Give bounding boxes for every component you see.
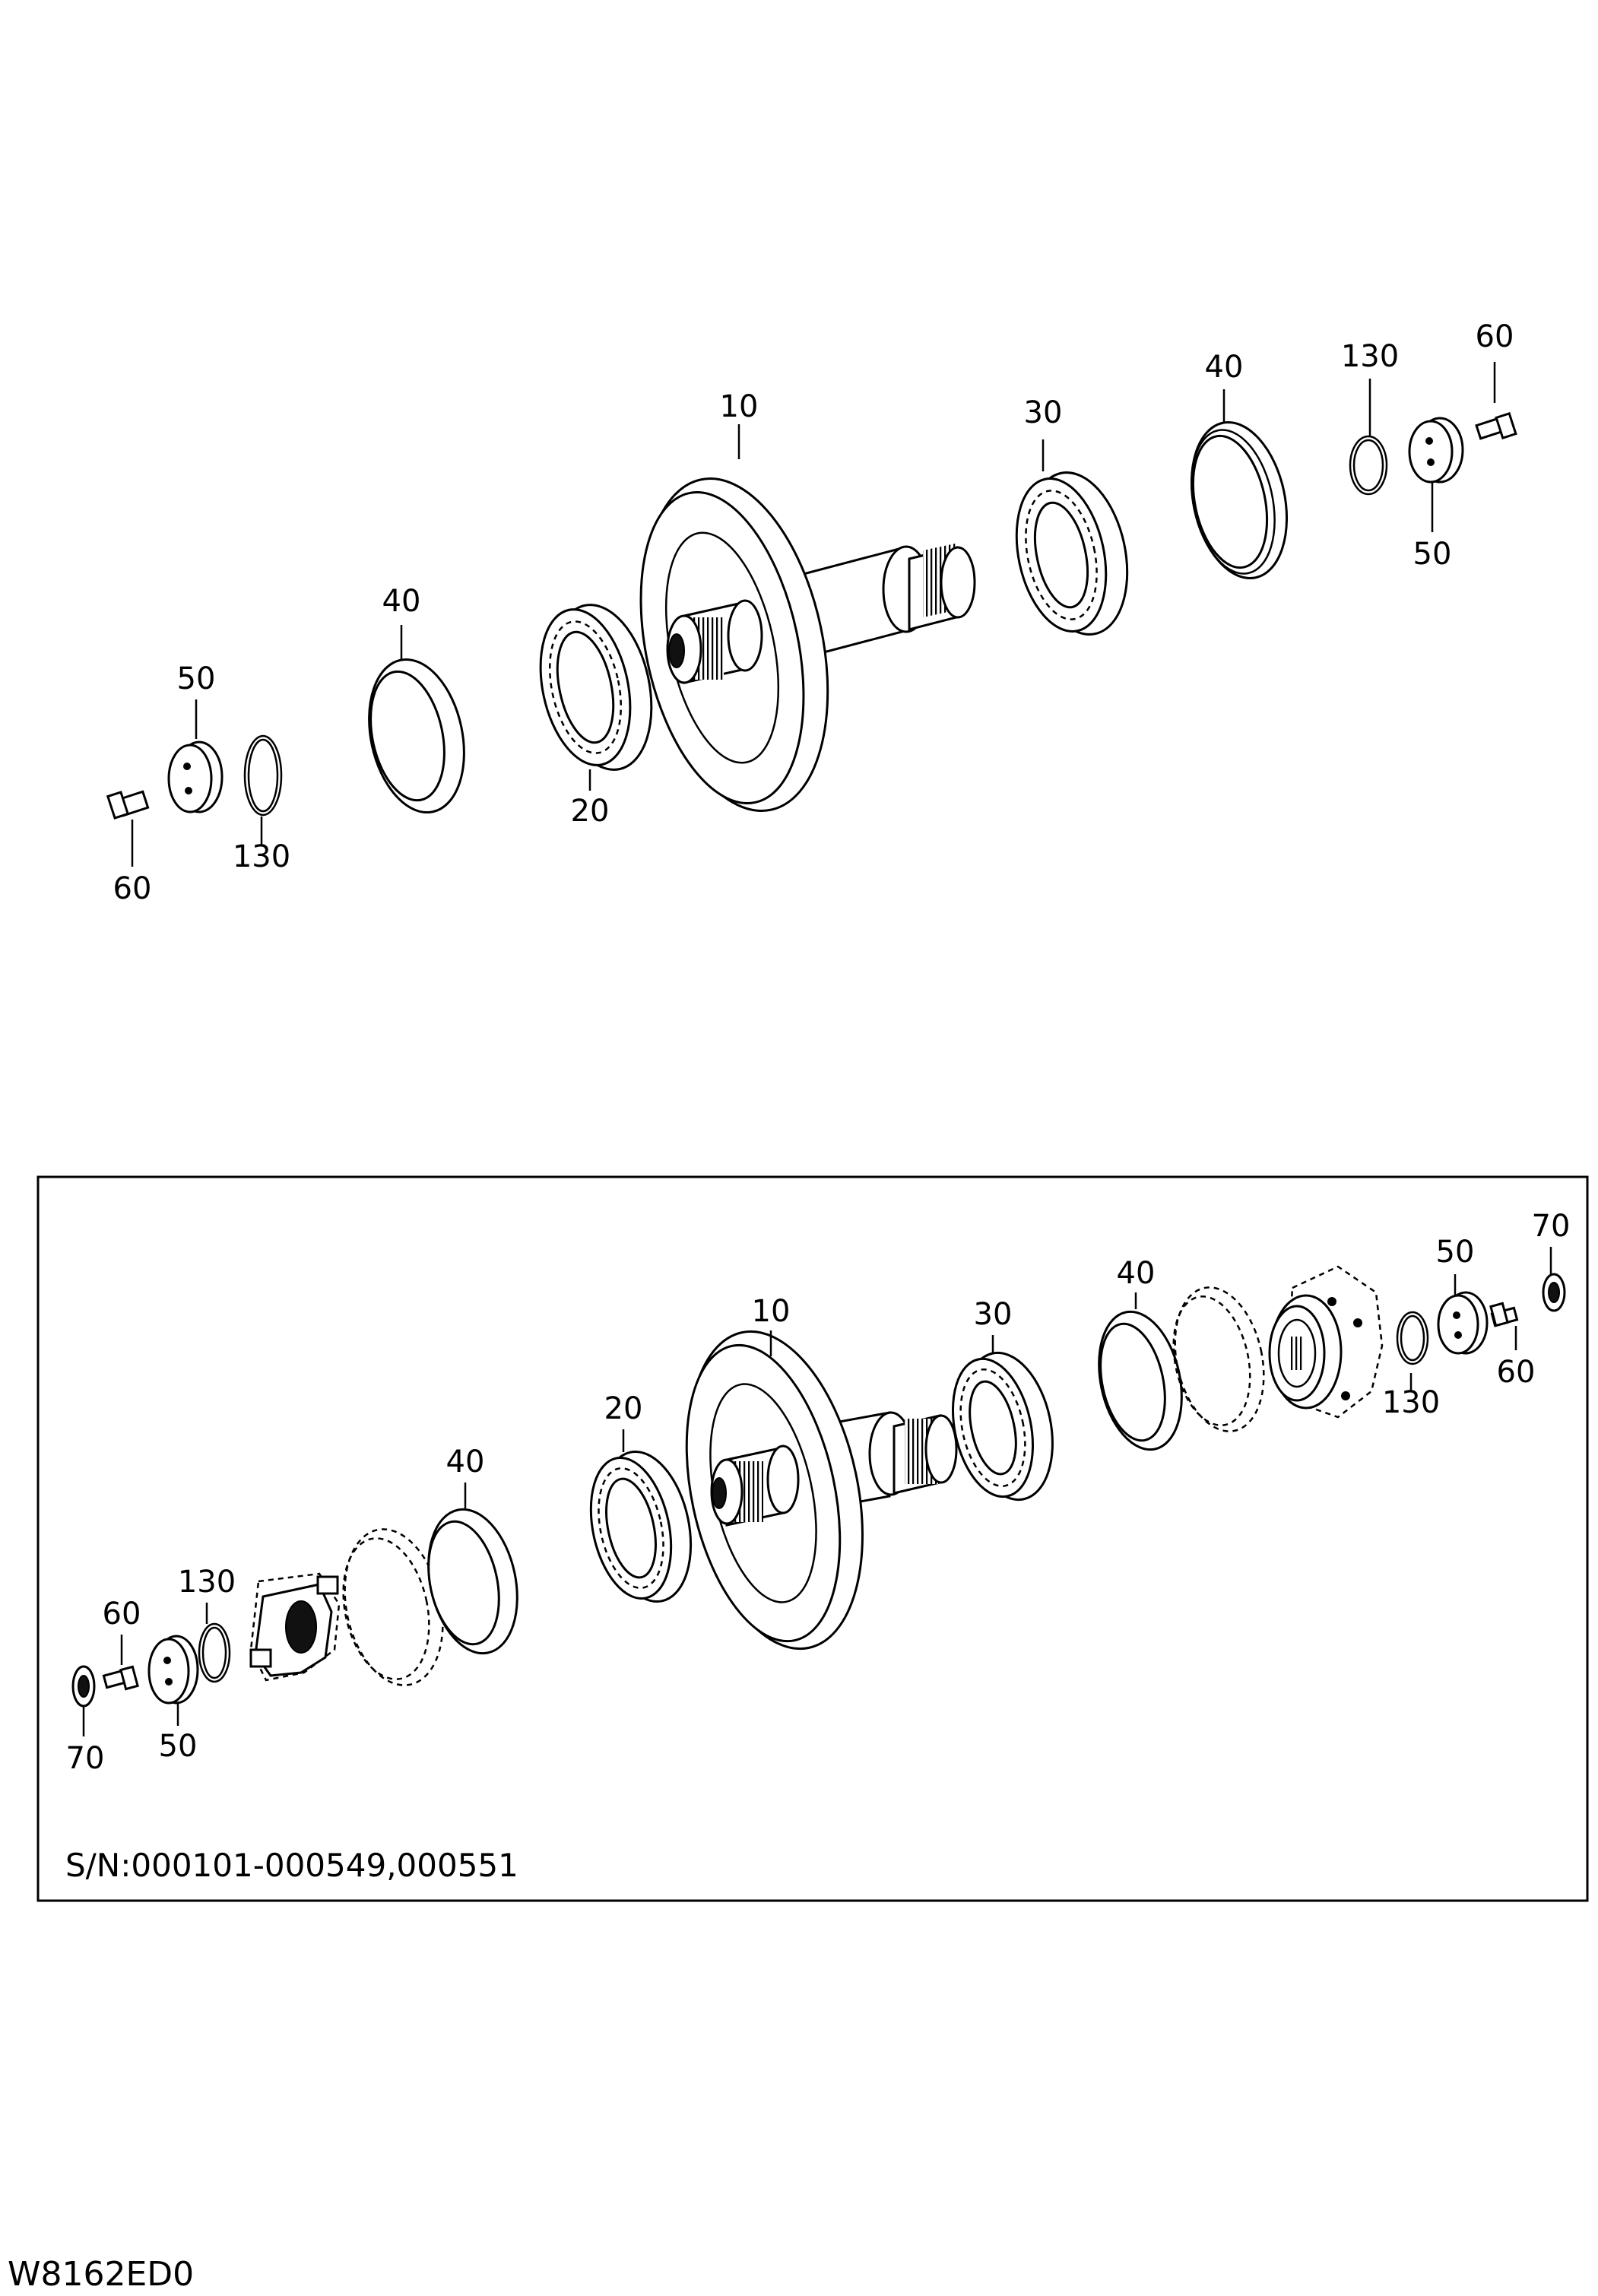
lower-shim-right [1172, 1286, 1265, 1432]
upper-callout-50-right: 50 [1413, 537, 1452, 572]
upper-plate-50-right [1408, 417, 1464, 532]
upper-callout-60-right: 60 [1476, 319, 1514, 354]
lower-callout-70-right: 70 [1532, 1209, 1571, 1244]
lower-assembly: 10 20 30 40 40 50 50 60 60 70 70 130 130… [36, 1175, 1589, 1902]
upper-assembly: 10 20 30 40 40 50 50 60 60 130 130 [106, 319, 1517, 906]
upper-callout-30: 30 [1024, 395, 1063, 430]
lower-nut-70-right [1542, 1247, 1566, 1312]
upper-bolt-60-right [1475, 362, 1517, 440]
upper-callout-20: 20 [571, 794, 610, 829]
serial-number-note: S/N:000101-000549,000551 [65, 1847, 518, 1884]
lower-callout-60-left: 60 [103, 1597, 141, 1632]
lower-seal-40-right [1098, 1292, 1183, 1451]
lower-callout-40-right: 40 [1117, 1256, 1156, 1291]
drawing-code: W8162ED0 [8, 2255, 194, 2294]
lower-assembly-frame [36, 1175, 1589, 1902]
upper-callout-130-left: 130 [233, 839, 290, 874]
lower-output-flange-right [1268, 1265, 1413, 1419]
upper-callout-40-left: 40 [382, 584, 421, 619]
upper-bearing-20 [539, 604, 653, 791]
upper-gear-shaft-10 [639, 424, 976, 812]
lower-bearing-20 [589, 1429, 693, 1603]
upper-plate-50-left [167, 699, 224, 813]
lower-callout-130-left: 130 [178, 1565, 236, 1600]
lower-ring-130-left [198, 1603, 231, 1683]
lower-yoke-flange-left [249, 1572, 341, 1682]
lower-callout-10: 10 [752, 1294, 791, 1329]
lower-nut-70-left [71, 1665, 96, 1736]
lower-callout-60-right: 60 [1497, 1355, 1536, 1390]
lower-bolt-60-left [102, 1635, 139, 1691]
lower-callout-130-right: 130 [1382, 1385, 1440, 1420]
upper-ring-130-left [243, 734, 283, 845]
upper-ring-130-right [1349, 379, 1388, 496]
lower-callout-50-right: 50 [1436, 1235, 1475, 1270]
lower-callout-70-left: 70 [66, 1741, 105, 1776]
lower-ring-130-right [1396, 1311, 1429, 1365]
upper-bearing-30 [1015, 439, 1129, 636]
lower-callout-20: 20 [604, 1391, 643, 1426]
lower-callout-50-left: 50 [159, 1729, 198, 1764]
lower-bearing-30 [951, 1335, 1054, 1502]
lower-callout-30: 30 [974, 1297, 1013, 1332]
upper-callout-40-right: 40 [1205, 350, 1244, 385]
lower-seal-40-left [427, 1483, 518, 1655]
upper-seal-40-right [1190, 389, 1289, 579]
upper-bolt-60-left [106, 790, 150, 867]
lower-bolt-60-right [1489, 1302, 1519, 1350]
lower-plate-50-right [1437, 1274, 1489, 1355]
upper-callout-50-left: 50 [177, 661, 216, 696]
upper-callout-10: 10 [720, 389, 759, 424]
lower-callout-40-left: 40 [446, 1445, 485, 1479]
upper-callout-60-left: 60 [113, 871, 152, 906]
lower-plate-50-left [147, 1635, 199, 1726]
upper-seal-40-left [368, 625, 465, 814]
upper-callout-130-right: 130 [1341, 339, 1399, 374]
lower-gear-shaft-10 [685, 1330, 958, 1651]
